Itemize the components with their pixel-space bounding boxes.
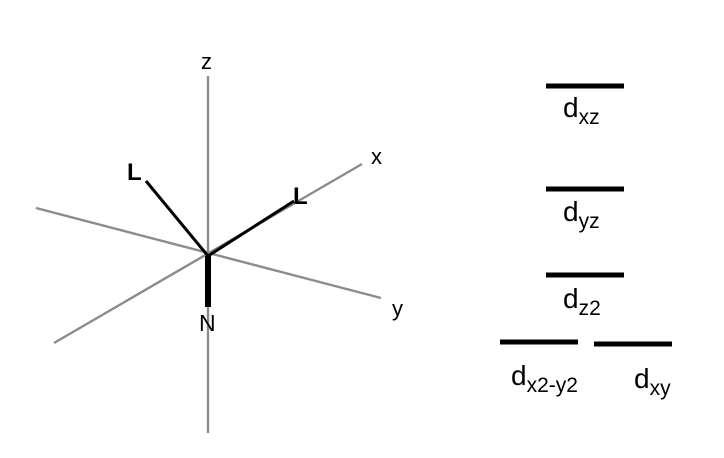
label-dyz: dyz [563,196,600,233]
label-dxz-main: d [563,92,579,123]
label-dz2-sub: z2 [579,297,601,320]
ligand-right-label: L [293,183,308,210]
y-axis-label: y [392,296,403,321]
label-dxy-sub: xy [650,377,672,400]
nitrogen-label: N [199,310,216,336]
label-dyz-main: d [563,196,579,227]
label-dxz: dxz [563,92,600,129]
bonds [144,180,295,307]
label-dz2-main: d [563,283,579,314]
z-axis-label: z [201,49,212,74]
label-dz2: dz2 [563,283,601,320]
ligand-left-label: L [127,159,142,186]
label-dxy: dxy [634,363,671,400]
bond-left-ligand [144,180,210,257]
label-dxy-main: d [634,363,650,394]
label-dyz-sub: yz [579,210,600,233]
bond-right-ligand [207,199,295,258]
label-dx2y2-sub: x2-y2 [527,374,578,397]
x-axis-label: x [371,144,382,169]
label-dx2y2-main: d [511,360,527,391]
label-dxz-sub: xz [579,106,600,129]
label-dx2y2: dx2-y2 [511,360,578,397]
energy-levels [500,83,672,347]
y-axis [35,206,382,300]
